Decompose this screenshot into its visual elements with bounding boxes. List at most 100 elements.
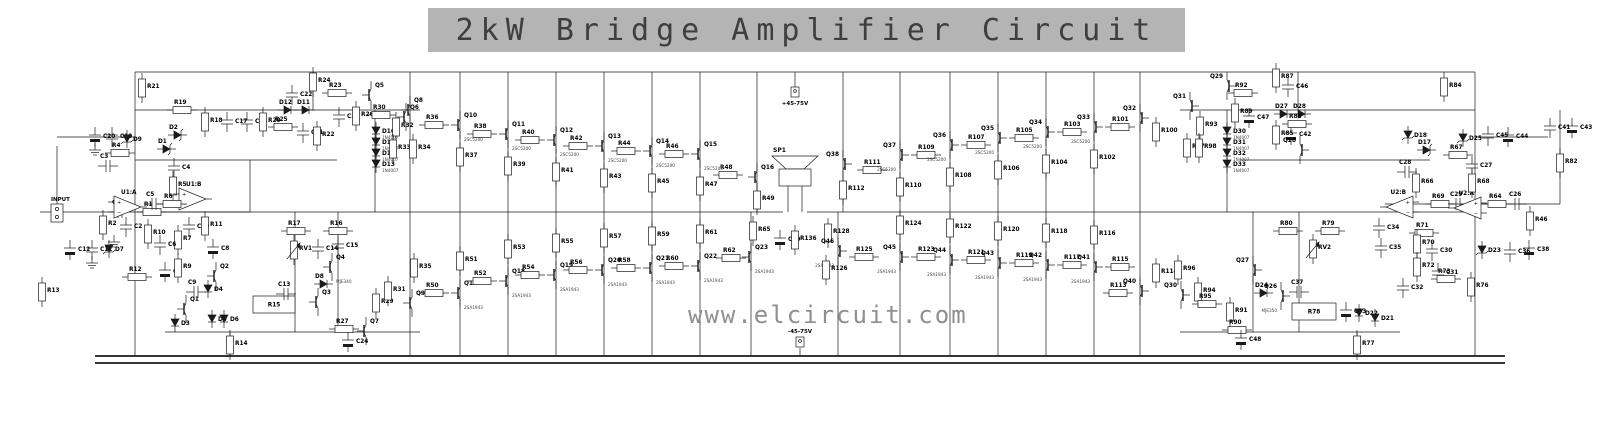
component-R85: R85 bbox=[1272, 120, 1294, 150]
component-R84: R84 bbox=[1440, 72, 1462, 102]
component-D2: D2 bbox=[168, 125, 187, 142]
svg-text:R78: R78 bbox=[1308, 310, 1321, 316]
component-R20: R20 bbox=[259, 107, 281, 137]
svg-text:R15: R15 bbox=[268, 303, 281, 309]
svg-text:R20: R20 bbox=[268, 118, 281, 124]
component-R89: R89 bbox=[1231, 98, 1253, 128]
svg-text:R65: R65 bbox=[758, 227, 771, 233]
component-D6: D6 bbox=[219, 310, 239, 328]
svg-text:Q11: Q11 bbox=[512, 122, 525, 128]
component-R25: R25 bbox=[268, 117, 298, 131]
svg-text:2SA1943: 2SA1943 bbox=[975, 275, 994, 280]
svg-text:R44: R44 bbox=[618, 141, 631, 147]
component-Q2: Q2 bbox=[207, 262, 229, 290]
svg-text:+: + bbox=[1406, 200, 1410, 206]
svg-text:R85: R85 bbox=[1281, 131, 1294, 137]
svg-text:R82: R82 bbox=[1565, 159, 1578, 165]
component-R12: R12 bbox=[122, 267, 152, 281]
component-R113: R113 bbox=[1103, 283, 1133, 297]
svg-text:R23: R23 bbox=[329, 83, 342, 89]
svg-text:Q36: Q36 bbox=[933, 133, 946, 139]
component-C45: C45 bbox=[1482, 126, 1508, 146]
component-R115: R115 bbox=[1105, 257, 1135, 271]
component-R47: R47 bbox=[696, 171, 718, 201]
svg-text:2SA1943: 2SA1943 bbox=[1071, 279, 1090, 284]
component-C38: C38 bbox=[1523, 240, 1549, 260]
svg-text:2SC5200: 2SC5200 bbox=[1023, 144, 1042, 149]
svg-text:C2: C2 bbox=[134, 224, 142, 230]
component-R60: R60 bbox=[659, 256, 689, 270]
component-D1: D1 bbox=[157, 139, 176, 156]
svg-text:C43: C43 bbox=[1580, 125, 1592, 131]
svg-text:R84: R84 bbox=[1449, 83, 1462, 89]
component-R40: R40 bbox=[515, 130, 545, 144]
component-R54: R54 bbox=[515, 265, 545, 279]
svg-text:D15: D15 bbox=[382, 140, 395, 146]
svg-text:R126: R126 bbox=[831, 266, 848, 272]
svg-text:R19: R19 bbox=[174, 100, 187, 106]
svg-text:D30: D30 bbox=[1233, 129, 1246, 135]
component-C15: C15 bbox=[332, 236, 358, 256]
svg-text:U2:A: U2:A bbox=[1458, 191, 1474, 197]
component-R5: R5 bbox=[169, 171, 187, 201]
component-Q28: Q28 bbox=[1283, 136, 1309, 164]
component-R27: R27 bbox=[329, 319, 359, 333]
component-R123: R123 bbox=[911, 247, 941, 261]
svg-text:1N4007: 1N4007 bbox=[382, 168, 399, 173]
svg-text:D24: D24 bbox=[1255, 283, 1268, 289]
svg-text:C37: C37 bbox=[1291, 280, 1303, 286]
svg-text:C45: C45 bbox=[1496, 133, 1508, 139]
svg-text:R33: R33 bbox=[398, 145, 411, 151]
component-R19: R19 bbox=[167, 100, 197, 114]
wires bbox=[40, 71, 1561, 356]
component-C2: C2 bbox=[120, 217, 142, 237]
component-D8: D8 bbox=[314, 274, 333, 289]
svg-text:R13: R13 bbox=[47, 288, 60, 294]
svg-text:R37: R37 bbox=[465, 153, 478, 159]
svg-text:Q35: Q35 bbox=[981, 126, 994, 132]
svg-text:R42: R42 bbox=[570, 136, 583, 142]
component-R17: R17 bbox=[281, 221, 311, 235]
component-R102: R102 bbox=[1090, 144, 1116, 174]
component-R108: R108 bbox=[946, 162, 972, 192]
component-R72: R72 bbox=[1413, 252, 1435, 282]
component-R46: R46 bbox=[659, 144, 689, 158]
component-R93: R93 bbox=[1196, 111, 1218, 141]
svg-text:C28: C28 bbox=[1399, 160, 1411, 166]
svg-text:D9: D9 bbox=[133, 137, 142, 143]
svg-text:C8: C8 bbox=[221, 246, 229, 252]
svg-text:Q31: Q31 bbox=[1173, 94, 1186, 100]
svg-text:R119: R119 bbox=[1016, 253, 1033, 259]
component-R77: R77 bbox=[1353, 330, 1375, 360]
svg-text:D25: D25 bbox=[1469, 136, 1482, 142]
component-Q29: Q29 bbox=[1210, 72, 1236, 100]
svg-text:+: + bbox=[1474, 201, 1478, 207]
svg-text:C47: C47 bbox=[1257, 115, 1269, 121]
svg-text:R128: R128 bbox=[833, 229, 850, 235]
svg-text:R34: R34 bbox=[418, 145, 431, 151]
component-R71: R71 bbox=[1409, 223, 1439, 237]
component-Q9: Q9 bbox=[403, 289, 425, 317]
svg-text:R51: R51 bbox=[465, 257, 478, 263]
gnd bbox=[108, 235, 120, 248]
svg-text:R104: R104 bbox=[1051, 160, 1068, 166]
component-R33: R33 bbox=[389, 134, 411, 164]
component-R57: R57 bbox=[600, 223, 622, 253]
svg-text:R92: R92 bbox=[1235, 83, 1248, 89]
svg-text:Q26: Q26 bbox=[1264, 284, 1277, 290]
svg-text:RV2: RV2 bbox=[1318, 245, 1331, 251]
svg-text:Q30: Q30 bbox=[1164, 283, 1177, 289]
component-R112: R112 bbox=[839, 175, 865, 205]
svg-text:Q38: Q38 bbox=[826, 152, 839, 158]
component-R128: R128 bbox=[824, 218, 850, 248]
component-R125: R125 bbox=[849, 247, 879, 261]
svg-text:R10: R10 bbox=[153, 230, 166, 236]
svg-text:2SA1943: 2SA1943 bbox=[877, 269, 896, 274]
component-R107: R107 bbox=[961, 135, 991, 149]
svg-text:C9: C9 bbox=[188, 280, 196, 286]
